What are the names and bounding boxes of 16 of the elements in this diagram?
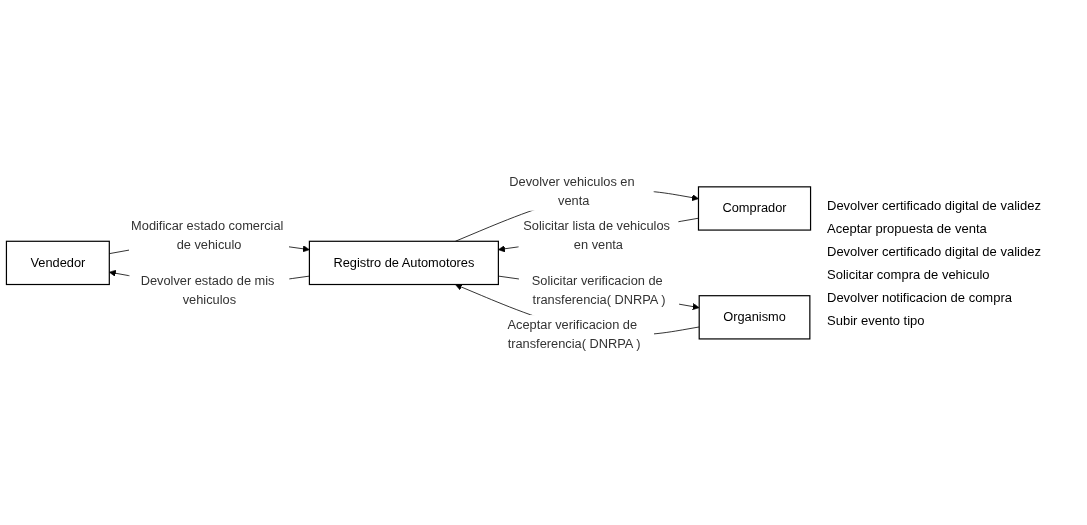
note-text: Devolver notificacion de compra — [827, 289, 1013, 305]
node-box: Comprador — [697, 185, 812, 231]
node-box: Organismo — [698, 294, 811, 340]
node-box: Vendedor — [5, 240, 110, 285]
edge-label: Devolver estado de mis vehiculos — [140, 272, 275, 306]
node-box: Registro de Automotores — [308, 240, 499, 285]
edge-label: Modificar estado comercial de vehiculo — [131, 218, 284, 252]
note-text: Devolver certificado digital de validez — [827, 197, 1042, 213]
edge-label: Devolver vehiculos en venta — [509, 174, 635, 208]
edge-label: Solicitar verificacion de transferencia( DNRPA ) — [531, 272, 666, 306]
note-text: Solicitar compra de vehiculo — [827, 266, 991, 282]
note-text: Devolver certificado digital de validez — [827, 243, 1042, 259]
note-text: Aceptar propuesta de venta — [827, 220, 988, 236]
edge-label: Solicitar lista de vehiculos en venta — [523, 218, 670, 252]
edge-label: Aceptar verificacion de transferencia( DNRPA ) — [507, 317, 641, 350]
note-text: Subir evento tipo — [827, 312, 926, 328]
